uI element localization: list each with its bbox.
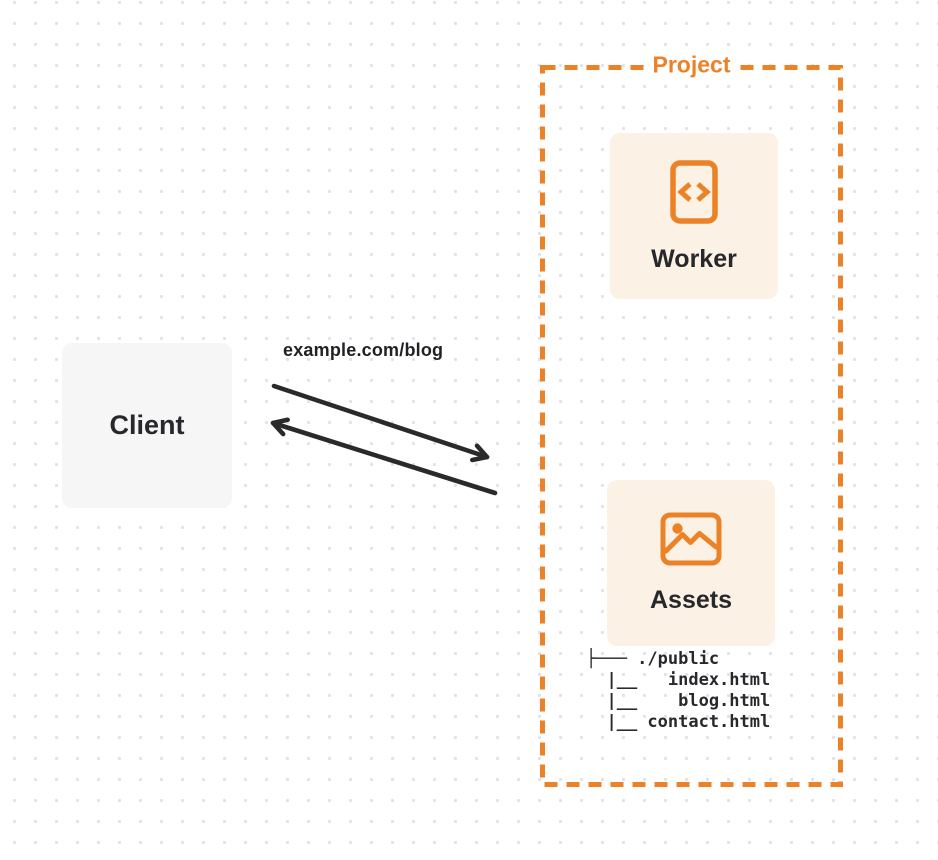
worker-card: Worker bbox=[610, 133, 778, 299]
client-label: Client bbox=[109, 410, 185, 440]
request-response-arrows bbox=[270, 383, 498, 496]
request-url-label: example.com/blog bbox=[283, 340, 444, 360]
code-file-icon bbox=[670, 159, 718, 224]
file-tree-line: |__ index.html bbox=[586, 670, 771, 690]
request-arrow bbox=[271, 383, 490, 463]
file-tree-line: ├─── ./public bbox=[586, 649, 720, 669]
project-container: Project Worker Assets ├─── ./public |__ … bbox=[540, 51, 843, 787]
assets-file-tree: ├─── ./public |__ index.html |__ blog.ht… bbox=[586, 649, 770, 733]
response-arrow bbox=[270, 417, 498, 496]
image-icon bbox=[660, 512, 722, 565]
client-node: Client bbox=[62, 343, 232, 508]
project-label: Project bbox=[643, 51, 740, 79]
file-tree-line: |__ contact.html bbox=[586, 712, 771, 732]
file-tree-line: |__ blog.html bbox=[586, 691, 771, 711]
assets-card: Assets bbox=[607, 480, 775, 646]
assets-label: Assets bbox=[650, 585, 732, 614]
worker-label: Worker bbox=[651, 244, 737, 273]
